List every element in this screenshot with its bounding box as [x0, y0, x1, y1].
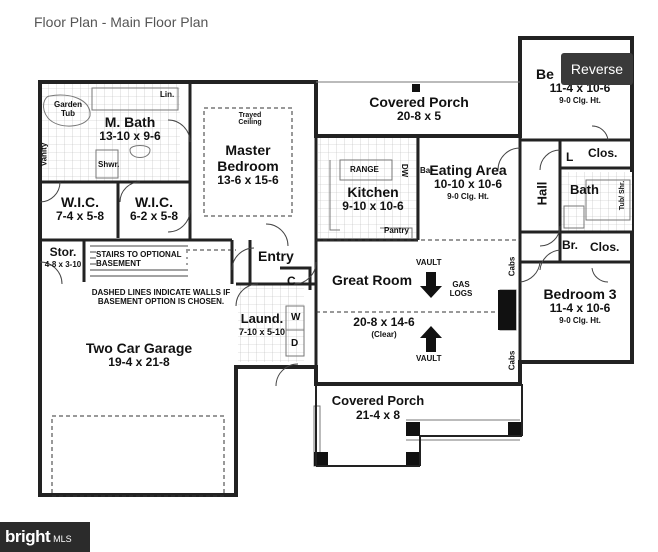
br-label: Br. — [562, 238, 579, 252]
gas-logs-label: GAS LOGS — [449, 280, 473, 298]
room-bedroom-3: Bedroom 3 11-4 x 10-6 9-0 Clg. Ht. — [543, 286, 617, 325]
room-wic-2: W.I.C. 6-2 x 5-8 — [129, 194, 179, 224]
porch-post — [406, 422, 420, 436]
page-title: Floor Plan - Main Floor Plan — [34, 14, 209, 30]
stairs-label: STAIRS TO OPTIONAL BASEMENT — [96, 250, 186, 268]
range-label: RANGE — [350, 165, 379, 174]
bath-tile — [560, 172, 632, 232]
shower-label: Shwr. — [98, 160, 120, 169]
dashed-lines-note: DASHED LINES INDICATE WALLS IF BASEMENT … — [91, 288, 231, 306]
bright-mls-watermark: bright MLS — [0, 522, 90, 552]
room-kitchen: Kitchen 9-10 x 10-6 — [342, 184, 404, 214]
trayed-ceiling-label: Trayed Ceiling — [238, 112, 262, 126]
coat-closet-label: C — [287, 274, 296, 288]
bath-label: Bath — [570, 182, 599, 197]
closet-1-label: Clos. — [588, 146, 618, 160]
vault-top-label: VAULT — [416, 258, 442, 267]
room-master-bedroom: Master Bedroom 13-6 x 15-6 — [217, 142, 279, 188]
cabs-bottom-label: Cabs — [507, 350, 517, 371]
room-master-bath: M. Bath 13-10 x 9-6 — [99, 114, 161, 144]
room-wic-1: W.I.C. 7-4 x 5-8 — [55, 194, 105, 224]
entry-label: Entry — [258, 248, 294, 264]
room-covered-porch-bottom: Covered Porch 21-4 x 8 — [331, 393, 425, 422]
watermark-brand: bright — [5, 527, 51, 546]
room-laundry: Laund. 7-10 x 5-10 — [238, 311, 286, 337]
bar-label: Bar — [420, 166, 434, 175]
laundry-tile — [238, 284, 304, 362]
room-storage: Stor. 4-8 x 3-10 — [44, 245, 82, 269]
master-bath-tile — [42, 84, 180, 182]
porch-post — [508, 422, 522, 436]
kitchen-tile — [318, 138, 418, 238]
cabs-top-label: Cabs — [507, 256, 517, 277]
great-room-dims: 20-8 x 14-6 (Clear) — [353, 315, 415, 339]
tub-shower-label: Tub/ Shr. — [619, 180, 627, 211]
hall-label: Hall — [534, 181, 550, 206]
room-covered-porch-top: Covered Porch 20-8 x 5 — [369, 94, 469, 124]
porch-post — [314, 452, 328, 466]
fireplace — [498, 290, 516, 330]
reverse-button[interactable]: Reverse — [561, 53, 633, 85]
porch-marker — [412, 84, 420, 92]
porch-post — [406, 452, 420, 466]
pantry-label: Pantry — [384, 226, 409, 235]
linen-closet-label: L — [566, 150, 574, 164]
garden-tub-label: Garden Tub — [53, 100, 82, 118]
vault-bottom-label: VAULT — [416, 354, 442, 363]
vanity-label: Vanity — [39, 142, 49, 167]
dishwasher-label: DW — [400, 163, 410, 178]
watermark-suffix: MLS — [53, 534, 72, 544]
washer-label: W — [291, 312, 301, 323]
linen-label: Lin. — [160, 90, 175, 99]
dryer-label: D — [291, 338, 299, 349]
closet-2-label: Clos. — [590, 240, 620, 254]
room-garage: Two Car Garage 19-4 x 21-8 — [85, 340, 193, 370]
room-great-room: Great Room — [331, 272, 413, 288]
room-eating-area: Eating Area 10-10 x 10-6 9-0 Clg. Ht. — [429, 162, 507, 201]
